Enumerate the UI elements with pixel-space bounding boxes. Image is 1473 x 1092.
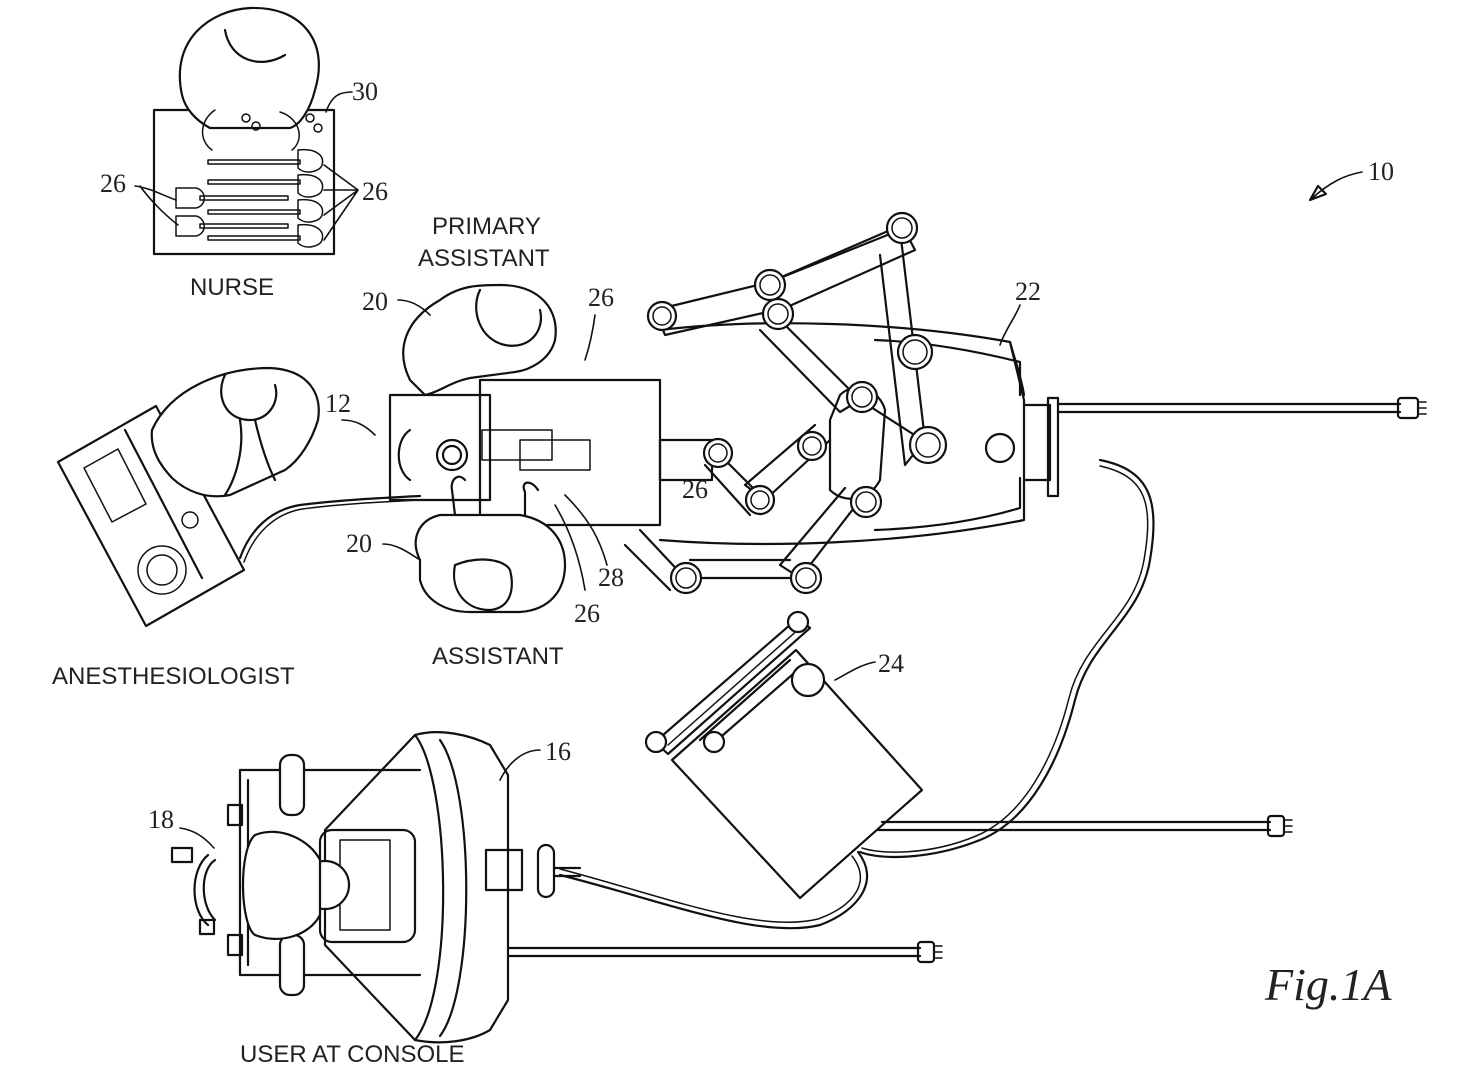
ref-12: 12 <box>325 389 351 418</box>
label-primary-assistant-line2: ASSISTANT <box>418 245 550 272</box>
ref-26-top: 26 <box>588 283 614 312</box>
console-body <box>323 731 510 1044</box>
operating-table <box>388 378 714 527</box>
nurse-figure <box>178 6 320 130</box>
system-ref: 10 <box>1308 157 1394 202</box>
ref-18: 18 <box>148 805 174 834</box>
ref-22: 22 <box>1015 277 1041 306</box>
assistant-figure <box>414 513 567 614</box>
label-nurse: NURSE <box>190 274 274 301</box>
assistant: 20 26 28 ASSISTANT <box>346 475 624 670</box>
ref-28: 28 <box>598 563 624 592</box>
ref-20-bottom: 20 <box>346 529 372 558</box>
ref-10: 10 <box>1368 157 1394 186</box>
anesthesiologist-figure <box>150 366 320 498</box>
ref-24: 24 <box>878 649 904 678</box>
label-primary-assistant-line1: PRIMARY <box>432 213 541 240</box>
primary-assistant-figure <box>402 283 557 397</box>
arm-joints <box>646 211 948 595</box>
ref-26-bottom: 26 <box>574 599 600 628</box>
label-user-at-console: USER AT CONSOLE <box>240 1041 465 1068</box>
nurse-station: 30 26 26 NURSE <box>100 6 388 301</box>
surgeon-console: 16 18 USER AT CONSOLE <box>148 731 943 1068</box>
label-anesthesiologist: ANESTHESIOLOGIST <box>52 663 295 690</box>
ref-26-mid: 26 <box>682 475 708 504</box>
anesthesiologist-station: 12 ANESTHESIOLOGIST <box>52 366 422 690</box>
user-figure <box>241 830 322 940</box>
figure-title: Fig.1A <box>1264 959 1392 1010</box>
label-assistant: ASSISTANT <box>432 643 564 670</box>
instrument-set <box>175 113 324 248</box>
back-table <box>152 108 336 256</box>
vision-cart: 24 <box>558 610 1293 930</box>
patient-side-cart: 22 26 <box>623 211 1427 859</box>
ref-30: 30 <box>352 77 378 106</box>
ref-16: 16 <box>545 737 571 766</box>
cart-base <box>658 322 1026 546</box>
primary-assistant: PRIMARY ASSISTANT 20 26 <box>362 213 614 397</box>
vision-cart-body <box>670 648 924 900</box>
ref-26-tray-right: 26 <box>362 177 388 206</box>
ref-26-tray-left: 26 <box>100 169 126 198</box>
ref-20-top: 20 <box>362 287 388 316</box>
